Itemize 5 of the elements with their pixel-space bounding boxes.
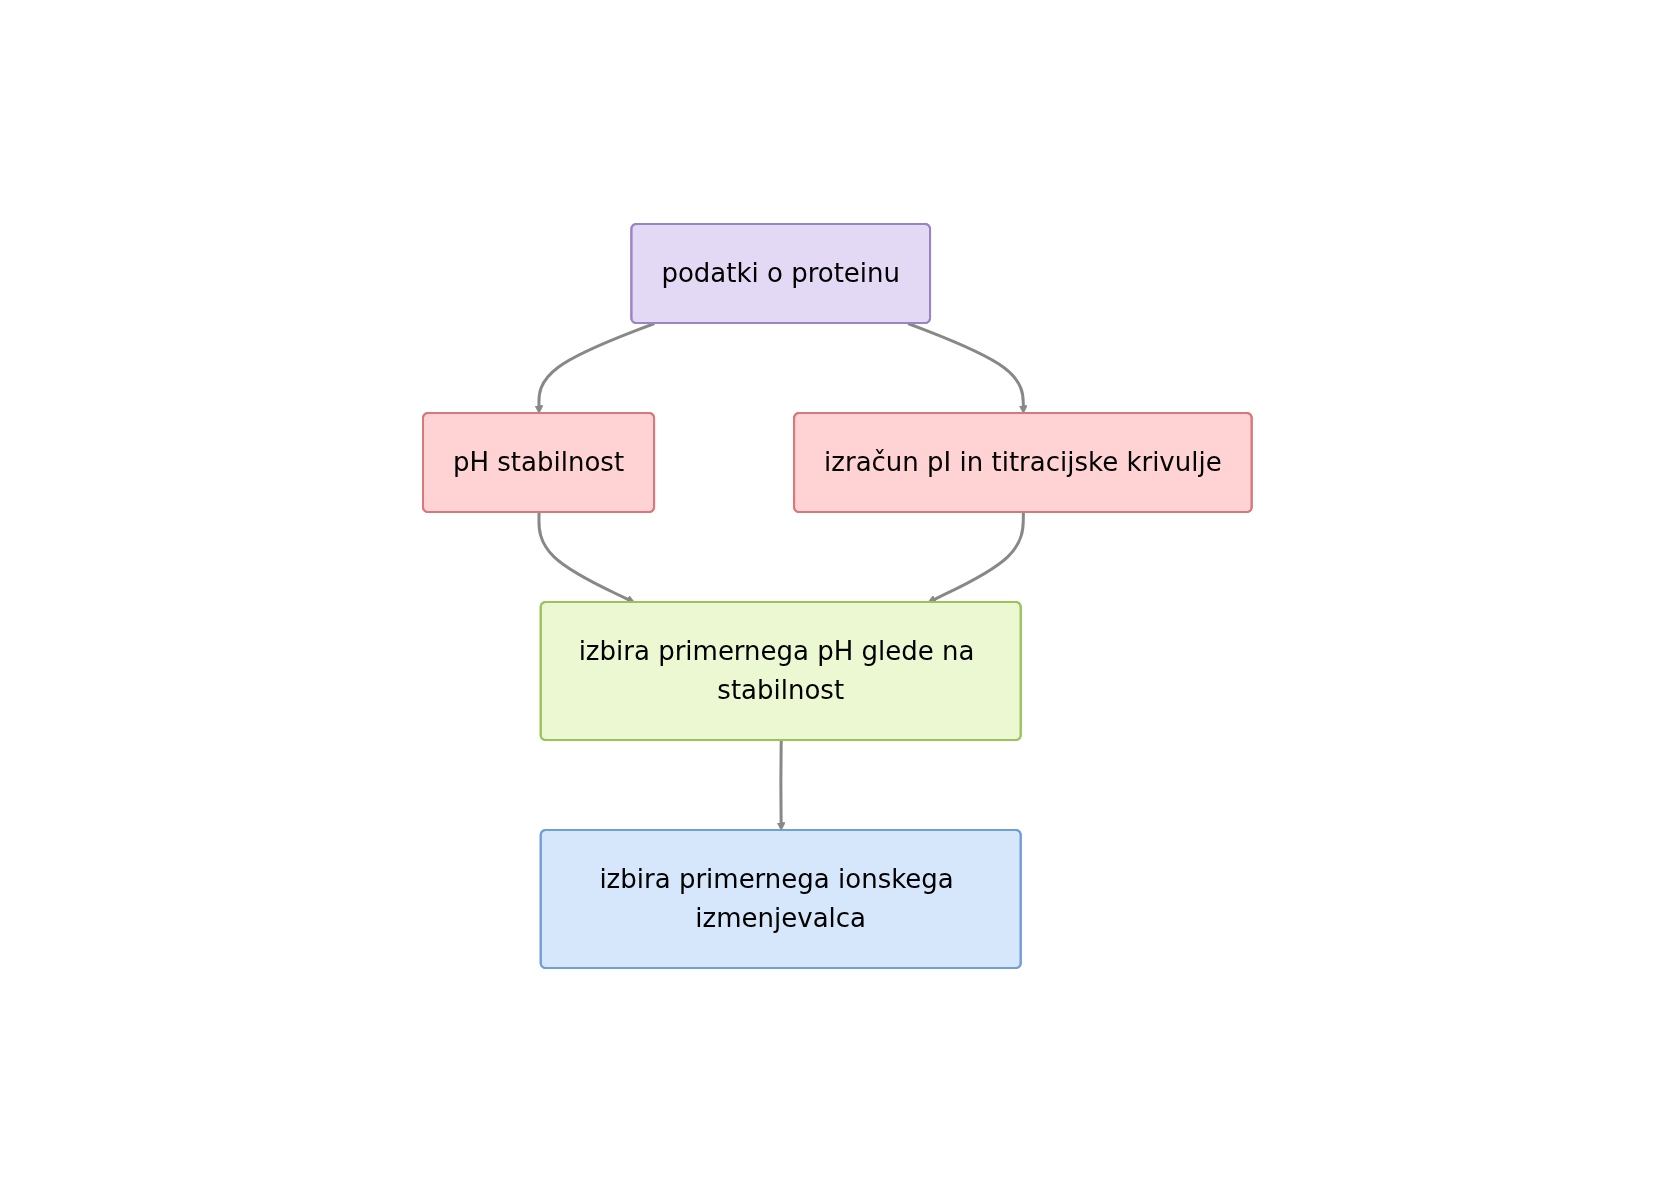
arrow bbox=[776, 740, 786, 831]
arrow bbox=[907, 322, 1028, 414]
arrow bbox=[927, 512, 1026, 604]
arrow bbox=[537, 512, 636, 604]
arrow bbox=[534, 322, 656, 414]
